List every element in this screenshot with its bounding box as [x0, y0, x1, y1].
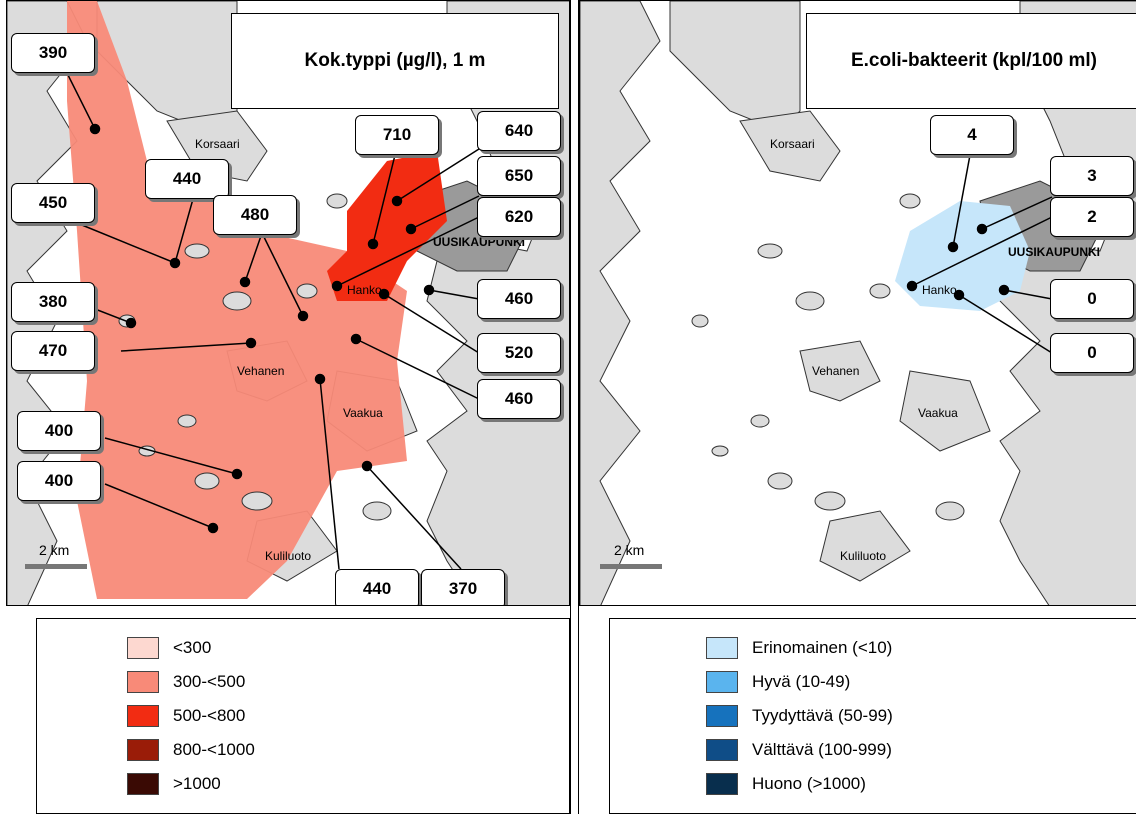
legend-label: Huono (>1000) [752, 774, 866, 793]
ecoli-legend: Erinomainen (<10) Hyvä (10-49) Tyydyttäv… [609, 618, 1136, 814]
island-kuliluoto [819, 510, 911, 582]
place-vaakua: Vaakua [918, 406, 958, 420]
value-callout: 480 [213, 195, 297, 235]
place-korsaari: Korsaari [195, 137, 240, 151]
legend-item: <300 [127, 637, 211, 659]
legend-item: 300-<500 [127, 671, 245, 693]
legend-label: >1000 [173, 774, 221, 793]
value-callout: 640 [477, 111, 561, 151]
scale-bar [600, 564, 662, 569]
legend-item: 800-<1000 [127, 739, 255, 761]
ecoli-map: E.coli-bakteerit (kpl/100 ml) Korsaari H… [579, 0, 1136, 606]
value-callout: 440 [335, 569, 419, 605]
legend-item: Tyydyttävä (50-99) [706, 705, 893, 727]
value-callout: 450 [11, 183, 95, 223]
ecoli-zone-excellent [895, 201, 1030, 311]
value-callout: 400 [17, 411, 101, 451]
legend-label: 500-<800 [173, 706, 246, 725]
legend-swatch [127, 705, 159, 727]
place-hanko: Hanko [922, 283, 957, 297]
island-vehanen [799, 340, 881, 402]
map-title: E.coli-bakteerit (kpl/100 ml) [806, 13, 1136, 109]
place-korsaari: Korsaari [770, 137, 815, 151]
legend-swatch [706, 637, 738, 659]
value-callout: 390 [11, 33, 95, 73]
value-callout: 380 [11, 282, 95, 322]
value-callout: 520 [477, 333, 561, 373]
place-kuliluoto: Kuliluoto [265, 549, 312, 563]
place-vaakua: Vaakua [343, 406, 383, 420]
value-callout: 620 [477, 197, 561, 237]
legend-swatch [706, 705, 738, 727]
place-uusikaupunki: UUSIKAUPUNKI [433, 235, 526, 249]
value-callout: 370 [421, 569, 505, 605]
total-nitrogen-panel: Kok.typpi (µg/l), 1 m Korsaari Hanko UUS… [6, 0, 571, 814]
value-callout: 460 [477, 379, 561, 419]
ecoli-map-canvas [580, 1, 1136, 605]
value-callout: 0 [1050, 279, 1134, 319]
legend-swatch [706, 671, 738, 693]
legend-label: Hyvä (10-49) [752, 672, 851, 691]
scale-label: 2 km [39, 542, 70, 558]
legend-label: 300-<500 [173, 672, 246, 691]
place-uusikaupunki: UUSIKAUPUNKI [1008, 245, 1101, 259]
legend-label: 800-<1000 [173, 740, 255, 759]
nitrogen-legend: <300 300-<500 500-<800 800-<1000 >1000 [36, 618, 570, 814]
legend-swatch [706, 773, 738, 795]
place-vehanen: Vehanen [812, 364, 860, 378]
value-callout: 4 [930, 115, 1014, 155]
value-callout: 650 [477, 156, 561, 196]
legend-label: Erinomainen (<10) [752, 638, 893, 657]
scale-label: 2 km [614, 542, 645, 558]
legend-label: <300 [173, 638, 212, 657]
island-vaakua [899, 370, 991, 452]
value-callout: 440 [145, 159, 229, 199]
legend-item: Hyvä (10-49) [706, 671, 850, 693]
ecoli-panel: E.coli-bakteerit (kpl/100 ml) Korsaari H… [578, 0, 1136, 814]
legend-item: Huono (>1000) [706, 773, 866, 795]
legend-item: Erinomainen (<10) [706, 637, 892, 659]
legend-swatch [706, 739, 738, 761]
value-callout: 2 [1050, 197, 1134, 237]
legend-label: Tyydyttävä (50-99) [752, 706, 893, 725]
place-hanko: Hanko [347, 283, 382, 297]
legend-swatch [127, 637, 159, 659]
value-callout: 460 [477, 279, 561, 319]
island-korsaari [739, 110, 841, 182]
value-callout: 710 [355, 115, 439, 155]
value-callout: 3 [1050, 156, 1134, 196]
place-vehanen: Vehanen [237, 364, 285, 378]
legend-item: >1000 [127, 773, 221, 795]
scale-bar [25, 564, 87, 569]
mainland-west [580, 1, 661, 605]
legend-swatch [127, 773, 159, 795]
legend-label: Välttävä (100-999) [752, 740, 892, 759]
map-title: Kok.typpi (µg/l), 1 m [231, 13, 559, 109]
value-callout: 400 [17, 461, 101, 501]
legend-item: 500-<800 [127, 705, 245, 727]
value-callout: 470 [11, 331, 95, 371]
legend-swatch [127, 671, 159, 693]
nitrogen-map: Kok.typpi (µg/l), 1 m Korsaari Hanko UUS… [6, 0, 570, 606]
legend-item: Välttävä (100-999) [706, 739, 892, 761]
place-kuliluoto: Kuliluoto [840, 549, 887, 563]
value-callout: 0 [1050, 333, 1134, 373]
legend-swatch [127, 739, 159, 761]
